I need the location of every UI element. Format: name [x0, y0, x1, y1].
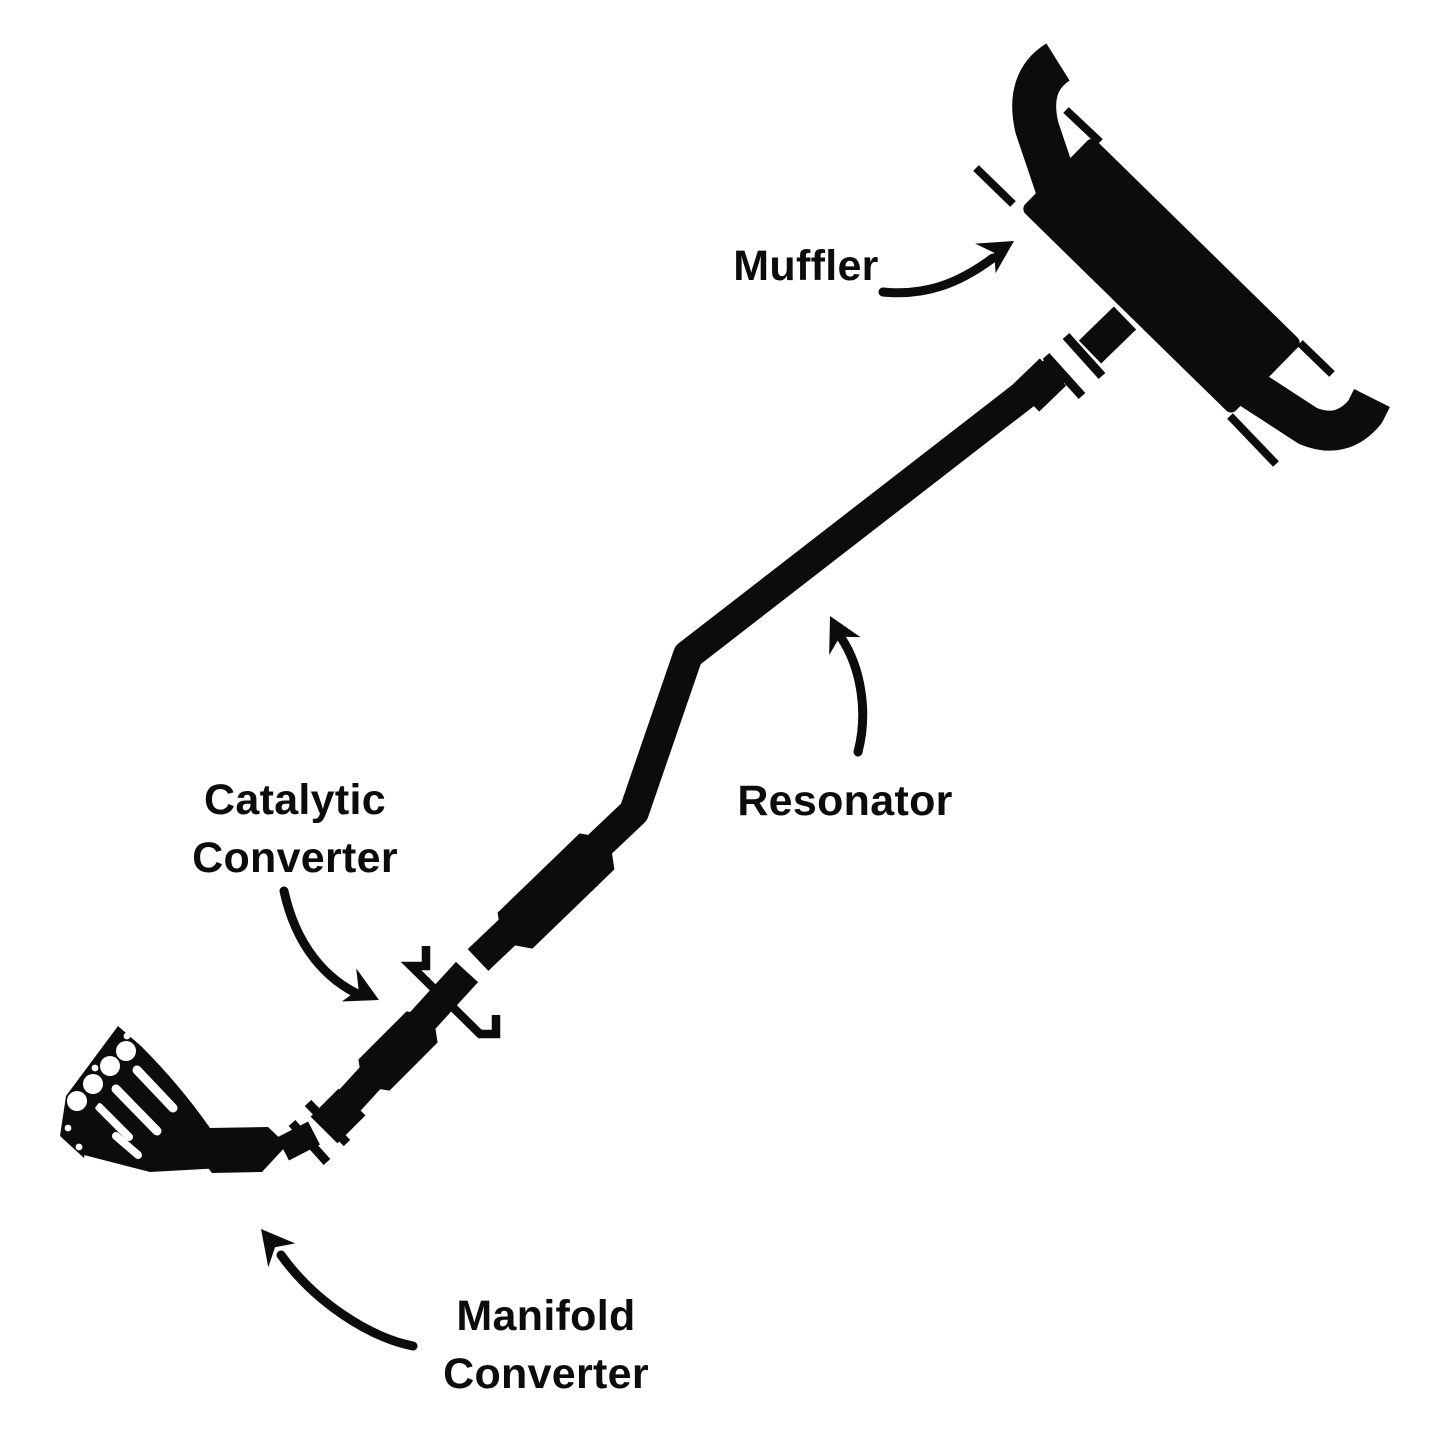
- manifold-converter-label: Manifold Converter: [443, 1287, 649, 1403]
- muffler-label: Muffler: [733, 237, 878, 295]
- manifold-runner-slots: [95, 1065, 178, 1159]
- muffler-assembly: [973, 43, 1390, 467]
- flange-pipe-stub: [1012, 358, 1067, 412]
- catalytic-converter-bulge: [497, 833, 615, 949]
- muffler-inlet-stub: [1078, 306, 1137, 364]
- resonator-arrow-icon: [829, 616, 868, 757]
- catalytic-converter-label-line2: Converter: [192, 834, 398, 882]
- manifold-converter-arrow-icon: [261, 1229, 418, 1351]
- resonator-label-text: Resonator: [737, 777, 953, 825]
- muffler-tailpipe: [1237, 370, 1390, 451]
- resonator-label: Resonator: [737, 772, 952, 830]
- hanger-bracket: [400, 946, 501, 1039]
- pre-cat-bulge: [358, 1011, 438, 1091]
- exhaust-manifold: [60, 1026, 222, 1172]
- flange-bar: [1062, 332, 1106, 380]
- catalytic-converter-section: [318, 358, 1066, 1133]
- flange-bar: [288, 1119, 331, 1166]
- muffler-hanger-rods: [973, 107, 1335, 467]
- manifold-converter-bulge: [193, 1127, 287, 1173]
- flange-bar: [1042, 352, 1086, 400]
- muffler-inlet-elbow-pipe: [1012, 43, 1084, 213]
- catalytic-converter-arrow-icon: [279, 886, 379, 1002]
- manifold-converter-label-line1: Manifold: [456, 1292, 636, 1340]
- flange-joint-upper: [1012, 306, 1137, 412]
- catalytic-converter-label-line1: Catalytic: [204, 776, 386, 824]
- manifold-flange-ports: [67, 1041, 136, 1111]
- muffler-label-text: Muffler: [733, 242, 879, 290]
- manifold-flange-bolt-holes: [64, 1032, 131, 1151]
- muffler-arrow-icon: [878, 241, 1014, 298]
- manifold-converter-label-line2: Converter: [443, 1350, 649, 1398]
- catalytic-converter-label: Catalytic Converter: [192, 771, 398, 887]
- muffler-body: [1023, 139, 1300, 413]
